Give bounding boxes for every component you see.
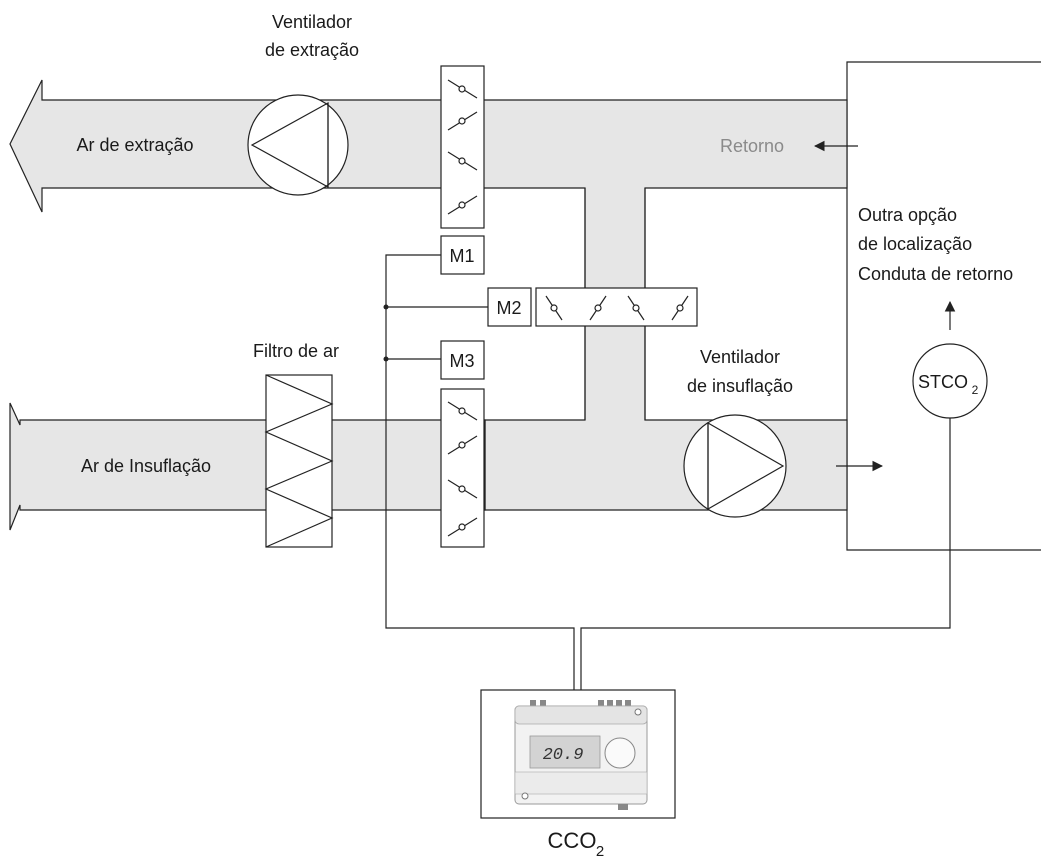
room-outline [846,61,1041,551]
motor-m3: M3 [440,340,485,380]
motor-m2: M2 [487,287,532,327]
exhaust-air-label: Ar de extração [76,135,193,155]
supply-fan-label-1: Ventilador [700,347,780,367]
air-filter [264,374,334,548]
sensor-label-subscript: 2 [972,383,979,397]
exhaust-damper [440,65,485,229]
controller-label: CCO [548,828,597,853]
recirculation-damper [535,287,698,327]
exhaust-fan-label-2: de extração [265,40,359,60]
supply-fan-label-2: de insuflação [687,376,793,396]
co2-sensor: STCO 2 [912,343,988,419]
return-label: Retorno [720,136,784,156]
motor-m1: M1 [440,235,485,275]
supply-duct [9,402,486,531]
supply-fan [683,414,787,518]
supply-air-label: Ar de Insuflação [81,456,211,476]
alt-location-line-1: Outra opção [858,205,957,225]
supply-damper [440,388,485,548]
motor-m2-label: M2 [496,298,521,318]
wiring-junction [383,304,389,310]
controller-label-subscript: 2 [596,843,604,860]
co2-controller: 20.9 [480,689,676,819]
wiring-junction [383,356,389,362]
exhaust-fan-label-1: Ventilador [272,12,352,32]
controller-display-reading: 20.9 [543,746,584,765]
exhaust-fan [247,94,349,196]
controller-device-image: 20.9 [514,700,648,810]
motor-m3-label: M3 [449,351,474,371]
alt-location-line-2: de localização [858,234,972,254]
motor-m1-label: M1 [449,246,474,266]
alt-location-line-3: Conduta de retorno [858,264,1013,284]
sensor-label: STCO [918,372,968,392]
air-filter-label: Filtro de ar [253,341,339,361]
control-wiring [385,254,951,690]
